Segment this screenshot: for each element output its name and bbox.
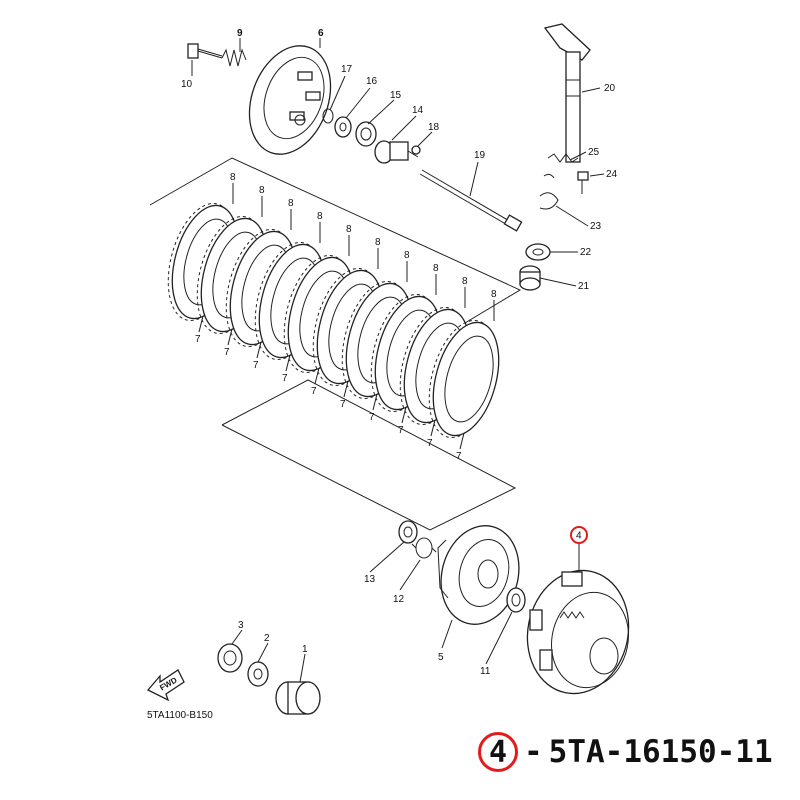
callout-16: 16 (366, 76, 378, 87)
callout-9: 9 (237, 28, 243, 39)
spring-part-25 (547, 153, 579, 163)
thrust-washer-part-11 (506, 587, 526, 613)
callout-8-8: 8 (433, 263, 439, 274)
leader-7-6 (343, 380, 349, 398)
callout-10: 10 (181, 79, 193, 90)
callout-8-6: 8 (375, 237, 381, 248)
callout-15: 15 (390, 90, 402, 101)
bearing-part-3 (217, 643, 243, 673)
push-rod-part-19 (419, 169, 523, 232)
callout-5: 5 (438, 652, 444, 663)
spacer-part-1 (275, 681, 321, 715)
circlip-part-17 (322, 108, 334, 124)
callout-8-1: 8 (230, 172, 236, 183)
leader-7-10 (459, 432, 465, 450)
bolt-part-24 (577, 171, 589, 194)
callout-3: 3 (238, 620, 244, 631)
callout-8-10: 8 (491, 289, 497, 300)
callout-19: 19 (474, 150, 486, 161)
lock-washer-part-12 (411, 537, 437, 559)
spring-hook-part-23 (539, 173, 559, 210)
callout-20: 20 (604, 83, 616, 94)
callout-8-9: 8 (462, 276, 468, 287)
bolt-part-10 (187, 43, 223, 59)
reference-code: 5TA1100-B150 (147, 710, 213, 721)
callout-18: 18 (428, 122, 440, 133)
caption-separator: - (524, 734, 543, 770)
callout-12: 12 (393, 594, 405, 605)
callout-14: 14 (412, 105, 424, 116)
callout-23: 23 (590, 221, 602, 232)
nut-part-13 (398, 520, 418, 544)
ball-part-18 (411, 145, 421, 155)
clutch-plate-stack (149, 157, 522, 531)
part-number-caption: 4 - 5TA-16150-11 (478, 726, 773, 778)
washer-part-16 (334, 116, 352, 138)
callout-8-3: 8 (288, 198, 294, 209)
leader-7-5 (314, 367, 320, 385)
callout-7-2: 7 (224, 347, 230, 358)
callout-7-3: 7 (253, 360, 259, 371)
callout-7-8: 7 (398, 425, 404, 436)
callout-4-highlight-circle (570, 526, 588, 544)
leader-7-2 (227, 328, 233, 346)
callout-2: 2 (264, 633, 270, 644)
primary-driven-gear-part-4 (526, 569, 630, 695)
callout-4: 4 (576, 531, 582, 542)
callout-6: 6 (318, 28, 324, 39)
pressure-plate-part-6 (248, 45, 332, 155)
callout-7-9: 7 (427, 438, 433, 449)
callout-7-10: 7 (456, 451, 462, 462)
callout-8-2: 8 (259, 185, 265, 196)
callout-25: 25 (588, 147, 600, 158)
callout-7-6: 7 (340, 399, 346, 410)
leader-7-1 (198, 315, 204, 333)
callout-11: 11 (480, 666, 491, 677)
bearing-part-21 (519, 265, 541, 291)
clutch-boss-part-5 (437, 525, 520, 625)
callout-7-5: 7 (311, 386, 317, 397)
forward-direction-arrow: FWD (146, 669, 185, 702)
clutch-plate-10 (428, 319, 500, 439)
washer-part-2 (247, 661, 269, 687)
callout-7-7: 7 (369, 412, 375, 423)
callout-7-4: 7 (282, 373, 288, 384)
callout-8-5: 8 (346, 224, 352, 235)
callout-24: 24 (606, 169, 618, 180)
leader-7-4 (285, 354, 291, 372)
push-rod-part-14 (374, 140, 419, 164)
part-number: 5TA-16150-11 (548, 734, 773, 770)
lever-shaft-part-20 (543, 23, 591, 163)
leader-7-7 (372, 393, 378, 411)
leader-lines (191, 38, 605, 683)
leader-7-9 (430, 419, 436, 437)
callout-labels: 10 9 6 17 16 15 14 18 19 20 25 24 23 22 … (181, 28, 618, 677)
spring-part-9 (221, 48, 247, 67)
leader-7-3 (256, 341, 262, 359)
callout-8-4: 8 (317, 211, 323, 222)
callout-8-7: 8 (404, 250, 410, 261)
leader-7-8 (401, 406, 407, 424)
callout-1: 1 (302, 644, 308, 655)
callout-22: 22 (580, 247, 592, 258)
caption-callout-circle: 4 (478, 732, 518, 772)
bearing-part-15 (355, 121, 377, 147)
callout-17: 17 (341, 64, 353, 75)
callout-7-1: 7 (195, 334, 201, 345)
callout-13: 13 (364, 574, 376, 585)
oil-seal-part-22 (525, 243, 551, 261)
callout-21: 21 (578, 281, 590, 292)
